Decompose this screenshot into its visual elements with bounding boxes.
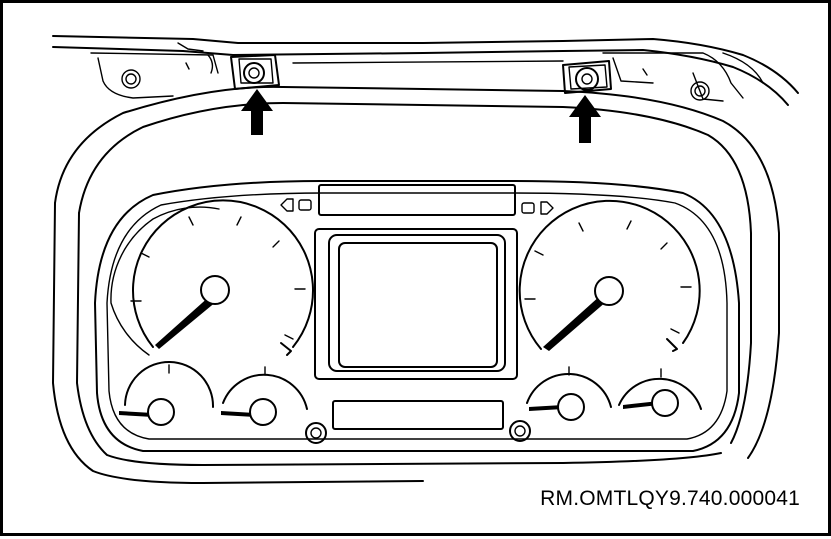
instrument-cluster-drawing: [52, 35, 799, 484]
large-gauge-right: [518, 199, 701, 352]
central-display-housing: [314, 228, 518, 380]
top-trim-panel: [52, 35, 799, 106]
large-gauge-left: [110, 199, 314, 356]
turn-right-arrow-icon: [521, 201, 554, 215]
turn-left-arrow-icon: [280, 198, 312, 212]
right-mounting-clip: [562, 60, 612, 94]
cluster-bezel: [94, 180, 740, 452]
top-display-slot: [318, 184, 516, 216]
bottom-left-screw: [305, 422, 327, 444]
small-gauge-2: [221, 366, 308, 426]
dashboard-shroud: [52, 85, 780, 484]
bottom-right-screw: [509, 420, 531, 442]
small-gauge-4: [618, 368, 702, 417]
left-arrow-icon: [241, 89, 273, 135]
figure-reference-code: RM.OMTLQY9.740.000041: [540, 487, 800, 510]
small-gauge-3: [526, 366, 612, 421]
small-gauge-1: [119, 361, 215, 426]
right-arrow-icon: [569, 95, 601, 143]
left-mounting-clip: [230, 54, 280, 90]
bottom-display-slot: [332, 400, 504, 430]
